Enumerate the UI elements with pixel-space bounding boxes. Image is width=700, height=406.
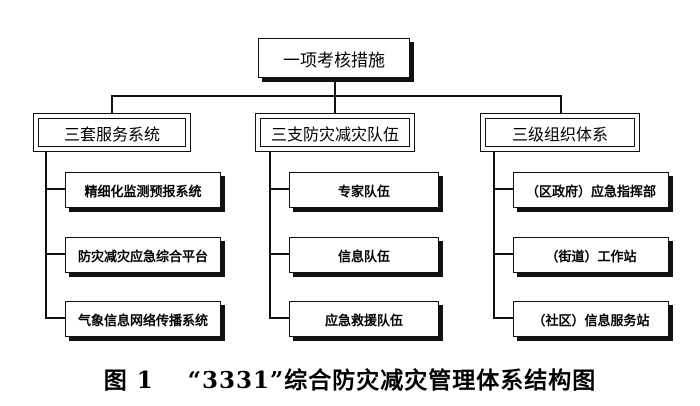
tick-group-0-item-2 [45,317,65,319]
tick-group-1-item-0 [269,188,289,190]
root-node: 一项考核措施 [258,38,410,78]
leaf-node-label: （街道）工作站 [545,249,637,265]
root-node-label: 一项考核措施 [283,50,385,71]
leaf-node: 气象信息网络传播系统 [65,301,221,337]
tick-group-2-item-0 [493,188,513,190]
tick-group-2-item-1 [493,253,513,255]
leaf-node: 专家队伍 [289,172,439,208]
leaf-node-label: 应急救援队伍 [324,313,403,329]
leaf-node: （区政府）应急指挥部 [513,172,669,208]
tick-group-0-item-1 [45,253,65,255]
leaf-node-label: （社区）信息服务站 [532,313,650,329]
group-node-disaster-teams: 三支防灾减灾队伍 [255,113,415,152]
leaf-node-label: 防灾减灾应急综合平台 [77,249,208,265]
spine-group-1 [269,152,271,319]
connector-group-2 [560,95,562,113]
connector-group-0 [111,95,113,113]
tick-group-1-item-2 [269,317,289,319]
spine-group-0 [45,152,47,319]
tick-group-0-item-0 [45,188,65,190]
leaf-node: 精细化监测预报系统 [65,172,221,208]
tick-group-1-item-1 [269,253,289,255]
tick-group-2-item-2 [493,317,513,319]
group-node-label: 三级组织体系 [511,124,608,144]
leaf-node-label: 气象信息网络传播系统 [77,313,208,329]
figure-caption: 图 1 “3331”综合防灾减灾管理体系结构图 [0,361,700,395]
connector-root-down [334,82,336,96]
group-node-service-systems: 三套服务系统 [33,113,191,152]
group-node-org-system: 三级组织体系 [480,113,640,152]
leaf-node-label: 专家队伍 [337,184,390,200]
leaf-node-label: 精细化监测预报系统 [84,184,202,200]
leaf-node: （街道）工作站 [513,237,669,273]
leaf-node: 应急救援队伍 [289,301,439,337]
leaf-node: （社区）信息服务站 [513,301,669,337]
connector-horizontal-bus [111,95,562,97]
group-node-label: 三套服务系统 [63,124,160,144]
leaf-node-label: （区政府）应急指挥部 [525,184,656,200]
leaf-node: 信息队伍 [289,237,439,273]
figure-title: “3331”综合防灾减灾管理体系结构图 [187,367,597,394]
leaf-node-label: 信息队伍 [337,249,390,265]
leaf-node: 防灾减灾应急综合平台 [65,237,221,273]
figure-number: 图 1 [103,367,154,394]
spine-group-2 [493,152,495,319]
group-node-label: 三支防灾减灾队伍 [270,124,399,144]
connector-group-1 [334,95,336,113]
